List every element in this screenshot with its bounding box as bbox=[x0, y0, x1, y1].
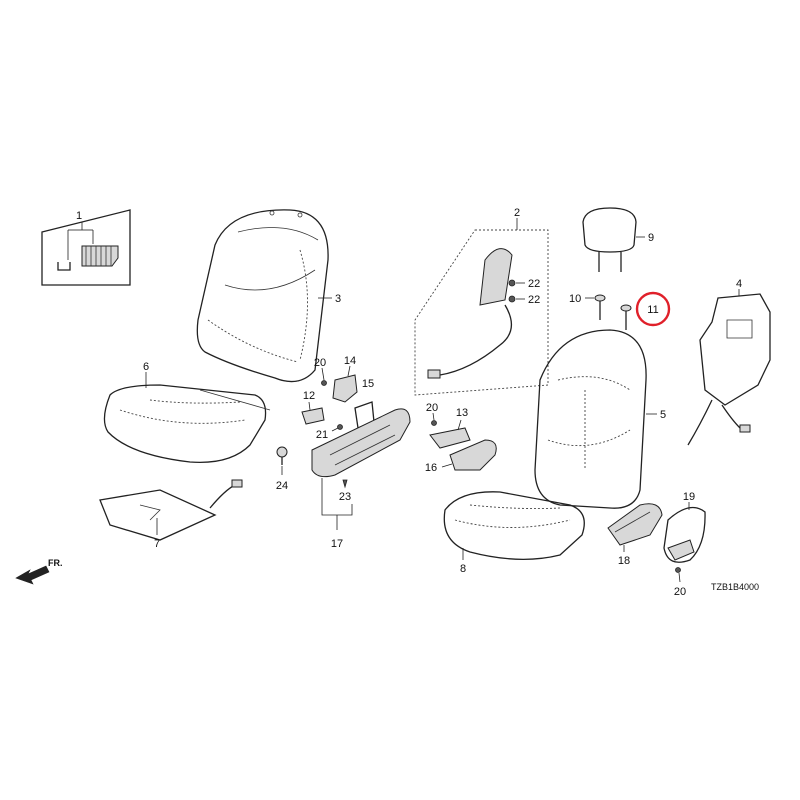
callout-16: 16 bbox=[425, 462, 437, 474]
part-21-screw bbox=[337, 424, 343, 430]
callout-12: 12 bbox=[303, 390, 315, 402]
callout-8: 8 bbox=[460, 563, 466, 575]
part-3-seat-back-cover bbox=[196, 209, 329, 383]
part-20c-screw bbox=[675, 567, 681, 573]
callout-22b: 22 bbox=[528, 294, 540, 306]
part-24-clip bbox=[276, 446, 288, 465]
callout-24: 24 bbox=[276, 480, 288, 492]
callout-14: 14 bbox=[344, 355, 356, 367]
callout-20a: 20 bbox=[314, 357, 326, 369]
part-8-cushion bbox=[443, 491, 585, 560]
part-6-cushion-cover bbox=[103, 384, 271, 464]
callout-23: 23 bbox=[339, 491, 351, 503]
part-9-headrest bbox=[582, 207, 637, 272]
callout-2: 2 bbox=[514, 207, 520, 219]
callout-15: 15 bbox=[362, 378, 374, 390]
callout-17: 17 bbox=[331, 538, 343, 550]
callout-3: 3 bbox=[335, 293, 341, 305]
callout-9: 9 bbox=[648, 232, 654, 244]
diagram-code: TZB1B4000 bbox=[711, 582, 759, 592]
callout-20c: 20 bbox=[674, 586, 686, 598]
callout-18: 18 bbox=[618, 555, 630, 567]
callout-4: 4 bbox=[736, 278, 742, 290]
part-20b-screw bbox=[431, 420, 437, 426]
part-19-side-cover bbox=[663, 506, 706, 563]
part-7-heater-mat bbox=[99, 479, 243, 541]
part-16-knob bbox=[449, 439, 497, 471]
front-direction-arrow-icon bbox=[15, 565, 50, 585]
part-1-clip-set bbox=[41, 209, 131, 286]
part-11-bolt bbox=[620, 304, 632, 330]
callout-22a: 22 bbox=[528, 278, 540, 290]
callout-21: 21 bbox=[316, 429, 328, 441]
part-14-cover bbox=[332, 374, 358, 403]
part-5-seat-back-frame bbox=[534, 329, 647, 509]
part-18-recliner-cover bbox=[607, 503, 663, 546]
callout-11: 11 bbox=[647, 304, 658, 316]
part-20a-screw bbox=[321, 380, 327, 386]
callout-7: 7 bbox=[154, 538, 160, 550]
callout-19: 19 bbox=[683, 491, 695, 503]
part-17-side-frame bbox=[311, 408, 411, 478]
callout-6: 6 bbox=[143, 361, 149, 373]
part-10-bolt bbox=[594, 294, 606, 320]
part-22-nuts bbox=[508, 279, 516, 303]
callout-10: 10 bbox=[569, 293, 581, 305]
part-4-heater-pad bbox=[687, 293, 771, 446]
front-marker-label: FR. bbox=[48, 558, 63, 568]
part-11-highlight-ring bbox=[635, 291, 671, 327]
part-12-knob bbox=[301, 407, 325, 425]
part-2-airbag-module bbox=[414, 229, 549, 396]
callout-1: 1 bbox=[76, 210, 82, 222]
part-13-cover bbox=[429, 427, 471, 449]
callout-13: 13 bbox=[456, 407, 468, 419]
callout-20b: 20 bbox=[426, 402, 438, 414]
part-23-clip bbox=[342, 479, 348, 489]
callout-5: 5 bbox=[660, 409, 666, 421]
